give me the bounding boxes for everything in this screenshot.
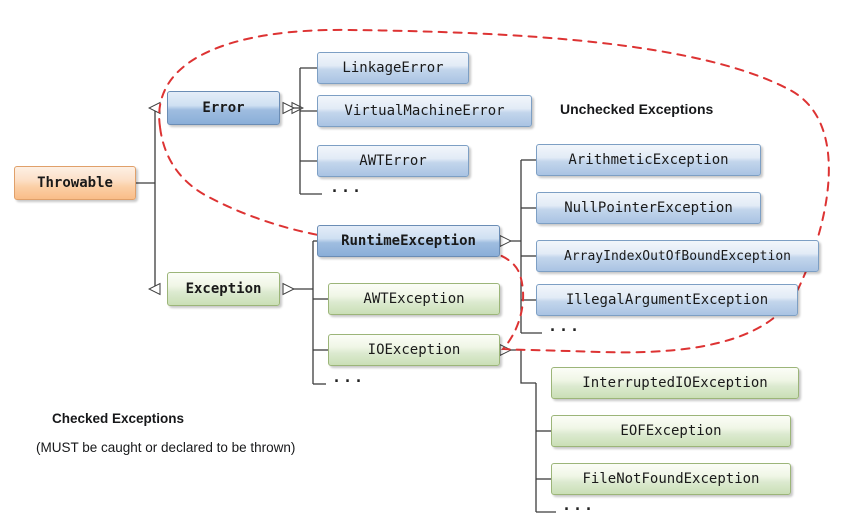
node-runtime-exception[interactable]: RuntimeException	[317, 225, 500, 257]
node-io-exception[interactable]: IOException	[328, 334, 500, 366]
node-interrupted-io-exception[interactable]: InterruptedIOException	[551, 367, 799, 399]
checked-exceptions-heading: Checked Exceptions	[52, 411, 185, 426]
node-illegal-argument-exception[interactable]: IllegalArgumentException	[536, 284, 798, 316]
node-linkage-error[interactable]: LinkageError	[317, 52, 469, 84]
node-awt-exception[interactable]: AWTException	[328, 283, 500, 315]
node-arithmetic-exception[interactable]: ArithmeticException	[536, 144, 761, 176]
unchecked-exceptions-label: Unchecked Exceptions	[560, 101, 714, 117]
node-exception[interactable]: Exception	[167, 272, 280, 306]
node-file-not-found-exception[interactable]: FileNotFoundException	[551, 463, 791, 495]
node-virtual-machine-error[interactable]: VirtualMachineError	[317, 95, 532, 127]
ellipsis-io-children: ...	[562, 496, 596, 514]
ellipsis-exception-children: ...	[332, 368, 366, 386]
ellipsis-error-children: ...	[330, 178, 364, 196]
node-eof-exception[interactable]: EOFException	[551, 415, 791, 447]
node-null-pointer-exception[interactable]: NullPointerException	[536, 192, 761, 224]
node-awt-error[interactable]: AWTError	[317, 145, 469, 177]
checked-exceptions-note: (MUST be caught or declared to be thrown…	[36, 440, 296, 455]
ellipsis-runtime-children: ...	[548, 317, 582, 335]
node-array-index-out-of-bound-exception[interactable]: ArrayIndexOutOfBoundException	[536, 240, 819, 272]
node-throwable[interactable]: Throwable	[14, 166, 136, 200]
node-error[interactable]: Error	[167, 91, 280, 125]
